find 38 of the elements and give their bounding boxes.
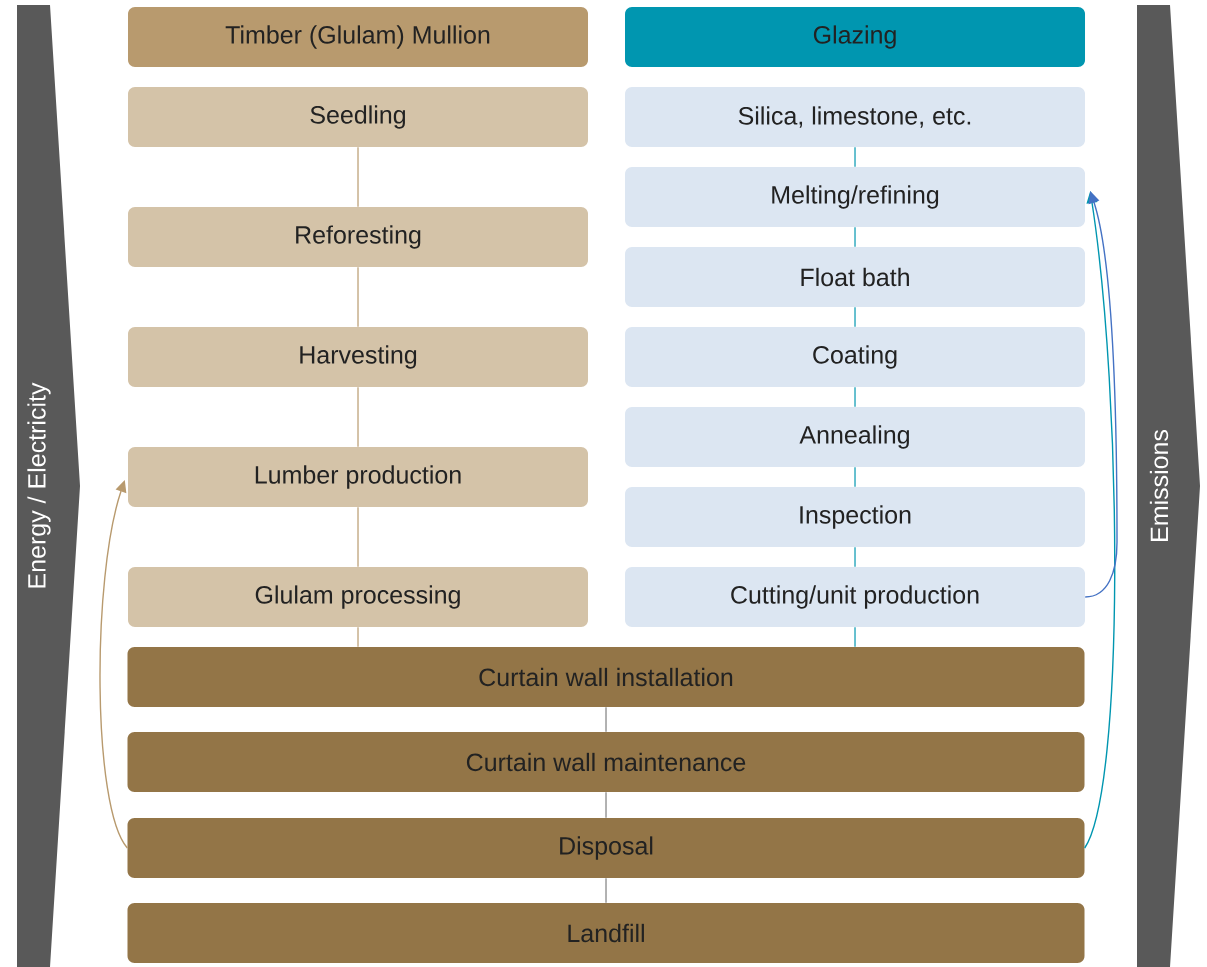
process-box: Coating	[625, 327, 1085, 387]
stage-bar: Curtain wall installation	[127, 647, 1085, 707]
connector-line	[854, 306, 856, 328]
process-box: Silica, limestone, etc.	[625, 87, 1085, 147]
header-box: Timber (Glulam) Mullion	[128, 7, 588, 67]
connector-line	[854, 226, 856, 248]
process-box: Lumber production	[128, 447, 588, 507]
connector-line	[605, 877, 607, 904]
arrow	[1084, 191, 1118, 598]
process-box: Float bath	[625, 247, 1085, 307]
process-box: Inspection	[625, 487, 1085, 547]
connector-line	[357, 506, 359, 568]
process-box: Melting/refining	[625, 167, 1085, 227]
process-box: Reforesting	[128, 207, 588, 267]
connector-line	[357, 626, 359, 648]
arrow	[1084, 191, 1116, 849]
connector-line	[605, 706, 607, 733]
process-box: Seedling	[128, 87, 588, 147]
connector-line	[357, 386, 359, 448]
arrow-band: Emissions	[1137, 5, 1200, 967]
process-box: Annealing	[625, 407, 1085, 467]
header-box: Glazing	[625, 7, 1085, 67]
connector-line	[605, 791, 607, 819]
connector-line	[854, 626, 856, 648]
process-box: Harvesting	[128, 327, 588, 387]
connector-line	[357, 146, 359, 208]
connector-line	[854, 546, 856, 568]
process-box: Glulam processing	[128, 567, 588, 627]
stage-bar: Disposal	[127, 818, 1085, 878]
stage-bar: Curtain wall maintenance	[127, 732, 1085, 792]
connector-line	[854, 386, 856, 408]
connector-line	[854, 146, 856, 168]
connector-line	[854, 466, 856, 488]
process-box: Cutting/unit production	[625, 567, 1085, 627]
connector-line	[357, 266, 359, 328]
arrow	[99, 480, 128, 849]
arrow-band: Energy / Electricity	[17, 5, 80, 967]
stage-bar: Landfill	[127, 903, 1085, 963]
